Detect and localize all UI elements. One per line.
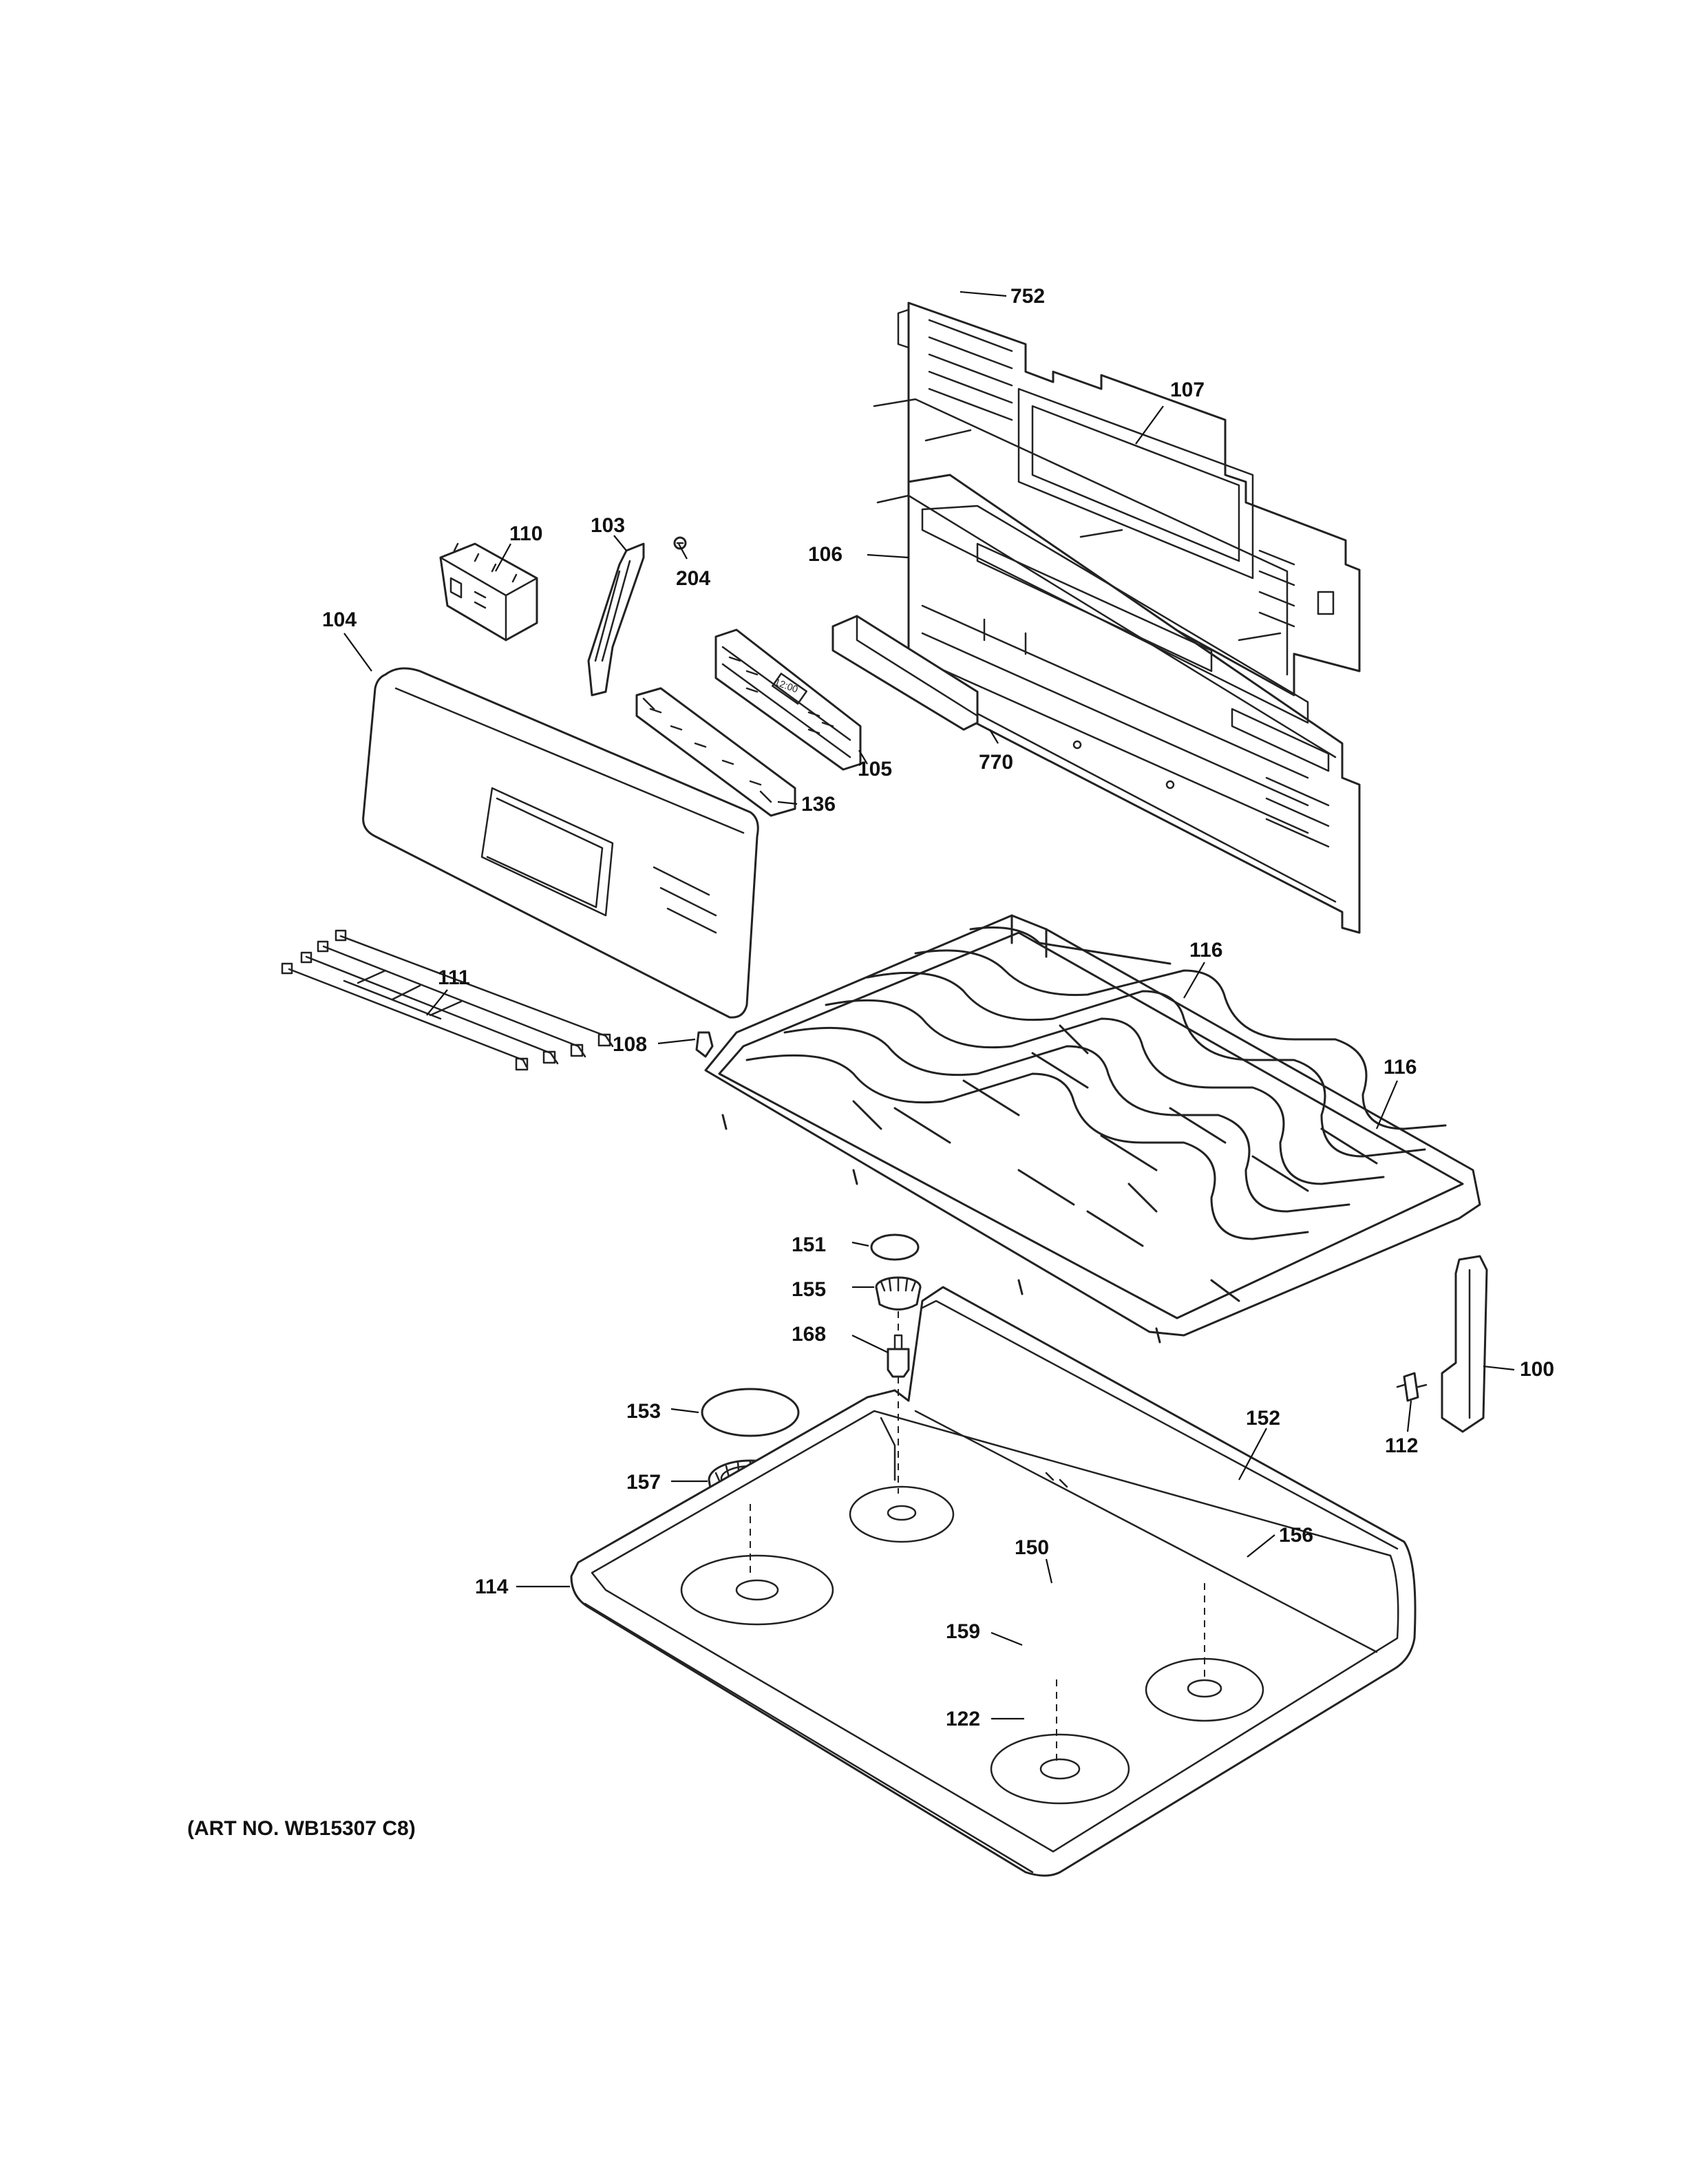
callout-770: 770 [979,751,1013,774]
part-100-side-trim[interactable] [1441,1255,1488,1433]
part-105-control-board[interactable] [714,628,862,771]
callout-100: 100 [1520,1358,1554,1381]
callout-168: 168 [792,1323,826,1346]
callout-116-lower: 116 [1384,1056,1417,1079]
callout-labels: 752 107 110 103 204 106 104 770 105 136 … [322,285,1554,1730]
callout-156: 156 [1279,1524,1313,1547]
part-204-screw[interactable] [673,536,687,550]
part-168-orifice[interactable] [887,1334,910,1378]
clock-display-text: 12:00 [773,676,800,695]
callout-108: 108 [613,1033,647,1056]
callout-152: 152 [1246,1407,1280,1430]
callout-157: 157 [626,1471,661,1494]
callout-155: 155 [792,1278,826,1301]
callout-106: 106 [808,543,842,566]
callout-151: 151 [792,1233,826,1256]
callout-150: 150 [1015,1536,1049,1559]
part-153-burner-cap[interactable] [701,1388,800,1437]
callout-116-upper: 116 [1189,939,1222,962]
callout-114: 114 [475,1576,509,1598]
part-114-cooktop-maintop[interactable] [570,1286,1417,1877]
part-155-burner-head[interactable] [875,1276,922,1311]
callout-103: 103 [591,514,625,537]
part-103-bracket[interactable] [587,542,645,697]
callout-107: 107 [1170,379,1205,401]
part-110-spark-module[interactable] [439,542,538,642]
part-770-cover[interactable] [831,615,979,731]
part-112-clip[interactable] [1396,1372,1428,1402]
callout-153: 153 [626,1400,661,1423]
part-111-wire-harness[interactable] [281,929,614,1071]
callout-136: 136 [801,793,836,816]
callout-110: 110 [509,522,542,545]
callout-752: 752 [1010,285,1045,308]
callout-204: 204 [676,567,710,590]
callout-112: 112 [1385,1434,1418,1457]
part-151-burner-cap[interactable] [870,1233,920,1261]
part-116-grates[interactable] [704,914,1481,1344]
callout-105: 105 [858,758,892,781]
assembly-guide-lines [750,1311,1205,1762]
leader-lines [343,290,1515,1720]
part-136-keypad-overlay[interactable] [635,687,796,817]
part-108-clip[interactable] [695,1031,714,1058]
callout-104: 104 [322,608,357,631]
art-number-note: (ART NO. WB15307 C8) [187,1817,416,1840]
callout-111: 111 [438,966,470,989]
part-104-control-panel[interactable] [362,667,759,1019]
callout-159: 159 [946,1620,980,1643]
part-107-upper-back-panel[interactable] [873,301,1361,697]
part-106-back-panel-assembly[interactable] [876,474,1361,934]
callout-122: 122 [946,1708,980,1730]
